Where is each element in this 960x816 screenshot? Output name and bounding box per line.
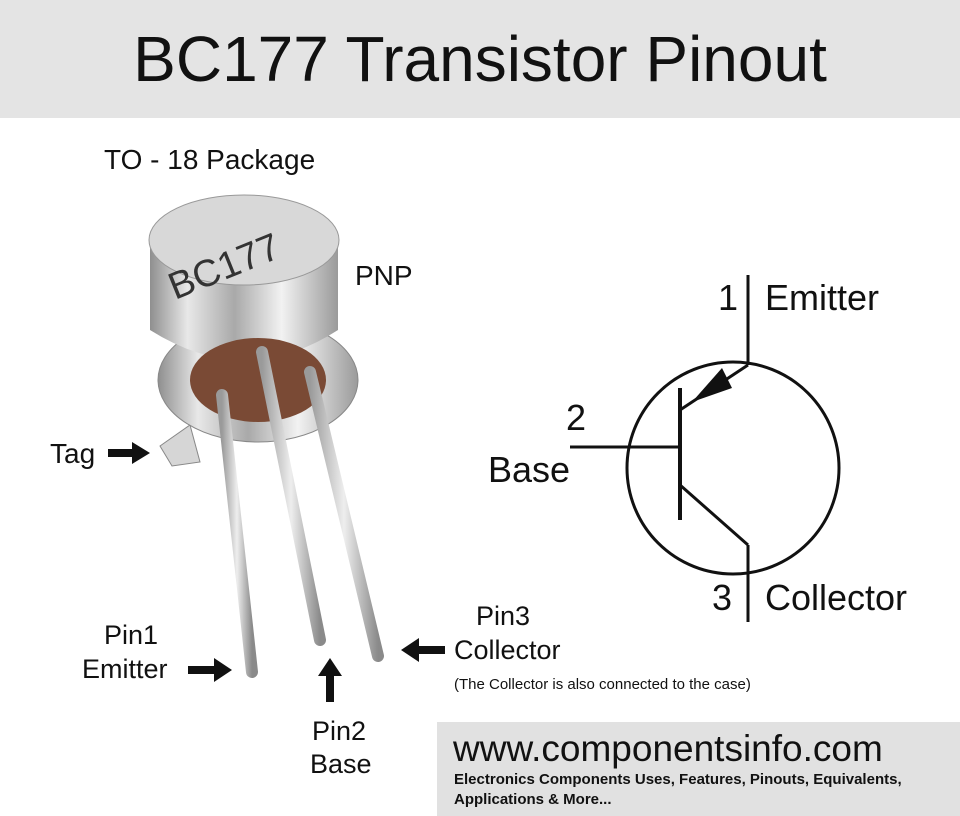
tagline-line1: Electronics Components Uses, Features, P… [454, 771, 902, 788]
pin2-name: Base [310, 749, 372, 779]
tagline-line2: Applications & More... [454, 791, 612, 808]
pin1-lead [216, 389, 258, 678]
title-band [0, 0, 960, 118]
pin3-arrow-icon [401, 638, 445, 662]
collector-name: Collector [765, 577, 908, 618]
can-top [148, 194, 340, 286]
pin2-arrow-icon [318, 658, 342, 702]
pnp-symbol [570, 275, 841, 622]
pin2-lead [256, 346, 326, 646]
collector-number: 3 [712, 577, 733, 618]
tag-label: Tag [50, 438, 96, 469]
pin2-label: Pin2 [312, 716, 367, 746]
tag-arrow-icon [108, 442, 150, 464]
type-label: PNP [355, 260, 413, 291]
pin1-name: Emitter [82, 654, 168, 684]
site-url[interactable]: www.componentsinfo.com [453, 728, 883, 769]
pin3-label: Pin3 [476, 601, 531, 631]
collector-note: (The Collector is also connected to the … [454, 676, 751, 693]
emitter-arrow-icon [692, 368, 732, 402]
pin3-lead [304, 366, 384, 662]
pin3-name: Collector [454, 635, 561, 665]
collector-line [679, 483, 749, 547]
base-name: Base [488, 449, 571, 490]
footer-box: www.componentsinfo.com Electronics Compo… [437, 722, 960, 816]
package-label: TO - 18 Package [104, 144, 316, 175]
transistor-body: BC177 [148, 194, 384, 678]
base-number: 2 [566, 397, 587, 438]
page-title: BC177 Transistor Pinout [133, 23, 827, 95]
tag-tab [159, 424, 201, 467]
emitter-number: 1 [718, 277, 739, 318]
emitter-name: Emitter [765, 277, 880, 318]
pin1-label: Pin1 [104, 620, 159, 650]
symbol-circle [625, 360, 841, 576]
pin1-arrow-icon [188, 658, 232, 682]
